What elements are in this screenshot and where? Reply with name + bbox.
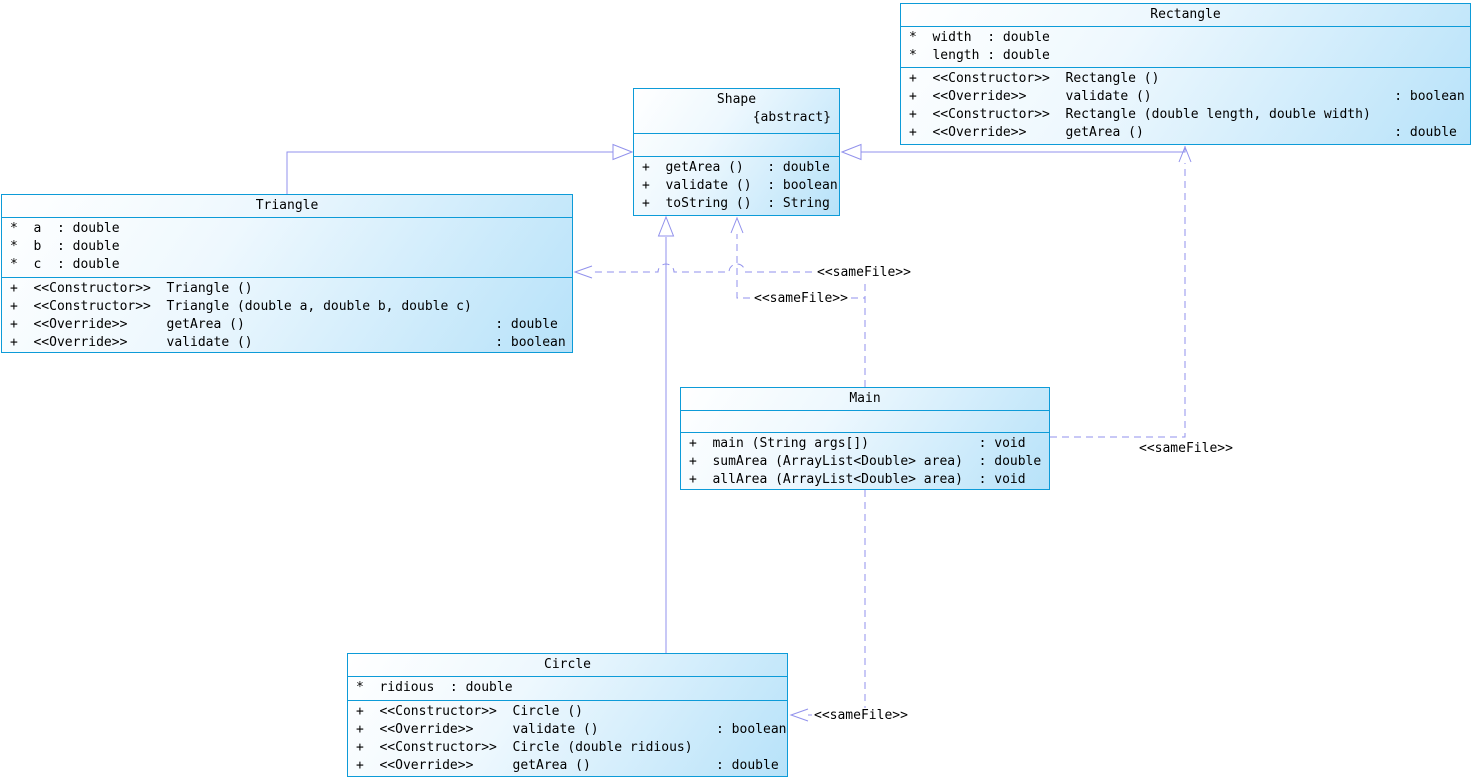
method-row: + <<Constructor>> Circle (double ridious…	[356, 740, 693, 755]
method-row: + <<Constructor>> Triangle (double a, do…	[10, 299, 472, 314]
method-row: + sumArea (ArrayList<Double> area) : dou…	[689, 454, 1042, 469]
class-main[interactable]: Main + main (String args[]) : void + sum…	[680, 387, 1050, 490]
generalization-arrowhead-icon	[840, 143, 862, 161]
dependency-arrowhead-icon	[1178, 145, 1192, 163]
method-row: + getArea () : double	[642, 160, 830, 175]
class-title-compartment: Circle	[348, 654, 787, 676]
method-row: + main (String args[]) : void	[689, 436, 1026, 451]
edge-stereotype-label[interactable]: <<sameFile>>	[812, 708, 910, 723]
attribute-row: * c : double	[10, 257, 120, 272]
edge-main-depends-shape[interactable]	[736, 234, 866, 387]
class-shape[interactable]: Shape {abstract} + getArea () : double +…	[633, 88, 840, 216]
edge-main-depends-circle[interactable]	[808, 490, 866, 716]
method-row: + toString () : String	[642, 196, 830, 211]
method-row: + <<Constructor>> Rectangle (double leng…	[909, 107, 1371, 122]
class-title-compartment: Triangle	[2, 195, 572, 217]
attribute-row: * length : double	[909, 48, 1050, 63]
edge-stereotype-label[interactable]: <<sameFile>>	[752, 291, 850, 306]
attribute-row: * a : double	[10, 221, 120, 236]
class-circle[interactable]: Circle * ridious : double + <<Constructo…	[347, 653, 788, 777]
methods-compartment: + main (String args[]) : void + sumArea …	[681, 432, 1049, 489]
class-title-compartment: Main	[681, 388, 1049, 410]
methods-compartment: + getArea () : double + validate () : bo…	[634, 156, 839, 215]
edge-stereotype-label[interactable]: <<sameFile>>	[1137, 441, 1235, 456]
attribute-row: * b : double	[10, 239, 120, 254]
method-row: + <<Constructor>> Rectangle ()	[909, 71, 1160, 86]
class-name: Shape	[716, 92, 757, 107]
methods-compartment: + <<Constructor>> Circle () + <<Override…	[348, 700, 787, 776]
class-rectangle[interactable]: Rectangle * width : double * length : do…	[900, 3, 1471, 145]
attribute-row: * ridious : double	[356, 680, 513, 695]
class-name: Triangle	[255, 198, 319, 213]
method-row: + <<Override>> validate () : boolean	[356, 722, 787, 737]
generalization-arrowhead-icon	[612, 143, 634, 161]
edge-rectangle-extends-shape[interactable]	[861, 146, 1186, 153]
class-triangle[interactable]: Triangle * a : double * b : double * c :…	[1, 194, 573, 353]
class-name: Main	[849, 391, 881, 406]
attributes-compartment	[681, 410, 1049, 432]
method-row: + <<Constructor>> Circle ()	[356, 704, 583, 719]
class-title-compartment: Shape {abstract}	[634, 89, 839, 133]
generalization-arrowhead-icon	[657, 215, 675, 237]
dependency-arrowhead-icon	[730, 216, 744, 234]
methods-compartment: + <<Constructor>> Triangle () + <<Constr…	[2, 277, 572, 352]
attributes-compartment: * ridious : double	[348, 676, 787, 700]
class-name: Rectangle	[1150, 7, 1221, 22]
dependency-arrowhead-icon	[789, 708, 809, 722]
method-row: + <<Override>> validate () : boolean	[909, 89, 1465, 104]
method-row: + <<Override>> getArea () : double	[10, 317, 558, 332]
attribute-row: * width : double	[909, 30, 1050, 45]
method-row: + <<Override>> getArea () : double	[909, 125, 1457, 140]
method-row: + <<Override>> getArea () : double	[356, 758, 779, 773]
method-row: + validate () : boolean	[642, 178, 838, 193]
method-row: + <<Constructor>> Triangle ()	[10, 281, 253, 296]
edge-triangle-extends-shape[interactable]	[286, 151, 613, 194]
class-title-compartment: Rectangle	[901, 4, 1470, 26]
class-name: Circle	[544, 657, 591, 672]
method-row: + allArea (ArrayList<Double> area) : voi…	[689, 472, 1026, 487]
attributes-compartment: * a : double * b : double * c : double	[2, 217, 572, 277]
edge-main-depends-rectangle[interactable]	[1050, 163, 1186, 438]
edge-stereotype-label[interactable]: <<sameFile>>	[815, 265, 913, 280]
attributes-compartment	[634, 133, 839, 156]
abstract-tag: {abstract}	[752, 110, 831, 125]
attributes-compartment: * width : double * length : double	[901, 26, 1470, 67]
edge-main-depends-triangle[interactable]	[592, 263, 866, 387]
methods-compartment: + <<Constructor>> Rectangle () + <<Overr…	[901, 67, 1470, 144]
method-row: + <<Override>> validate () : boolean	[10, 335, 566, 350]
dependency-arrowhead-icon	[573, 265, 593, 279]
